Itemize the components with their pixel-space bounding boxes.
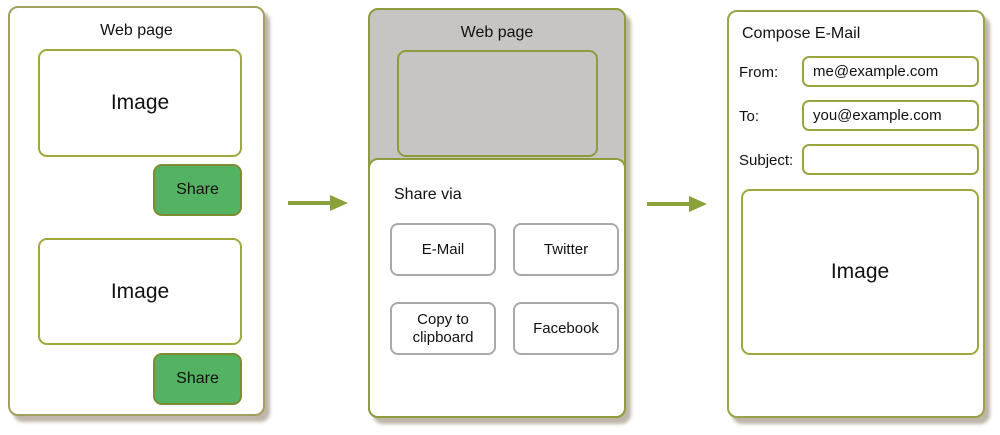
flow-arrow-icon <box>647 196 707 212</box>
subject-field[interactable] <box>802 144 979 175</box>
share-option-label: Facebook <box>533 319 599 337</box>
share-button[interactable]: Share <box>153 353 242 405</box>
flow-arrow-icon <box>288 195 348 211</box>
share-option-label: Twitter <box>543 240 589 258</box>
image-label: Image <box>110 91 170 114</box>
compose-email-panel: Compose E-Mail From: To: Subject: Image <box>727 10 985 418</box>
from-label: From: <box>739 64 779 81</box>
share-sheet-page-panel: Web page Share via E-Mail Twitter Copy t… <box>368 8 626 418</box>
to-label: To: <box>739 108 760 125</box>
share-option-label: Copy to clipboard <box>412 311 474 346</box>
to-field[interactable] <box>802 100 979 131</box>
share-button[interactable]: Share <box>153 164 242 216</box>
compose-email-title: Compose E-Mail <box>742 25 861 42</box>
image-label: Image <box>110 279 170 303</box>
share-sheet: Share via E-Mail Twitter Copy to clipboa… <box>368 158 626 418</box>
image-label: Image <box>830 260 890 283</box>
web-page-title: Web page <box>460 24 534 41</box>
share-button-label: Share <box>176 181 219 198</box>
from-field[interactable] <box>802 56 979 87</box>
share-button-label: Share <box>176 370 219 387</box>
share-option-label: E-Mail <box>421 240 465 258</box>
image-placeholder: Image <box>38 238 242 345</box>
share-option-facebook[interactable]: Facebook <box>513 302 619 355</box>
share-via-label: Share via <box>394 186 462 203</box>
attached-image-placeholder: Image <box>741 189 979 355</box>
image-placeholder: Image <box>38 49 242 157</box>
share-option-copy-to-clipboard[interactable]: Copy to clipboard <box>390 302 496 355</box>
image-placeholder-empty <box>397 50 598 157</box>
share-option-twitter[interactable]: Twitter <box>513 223 619 276</box>
web-page-panel: Web page Image Share Image Share <box>8 6 265 416</box>
share-option-email[interactable]: E-Mail <box>390 223 496 276</box>
subject-label: Subject: <box>739 152 794 169</box>
web-page-title: Web page <box>100 22 173 39</box>
